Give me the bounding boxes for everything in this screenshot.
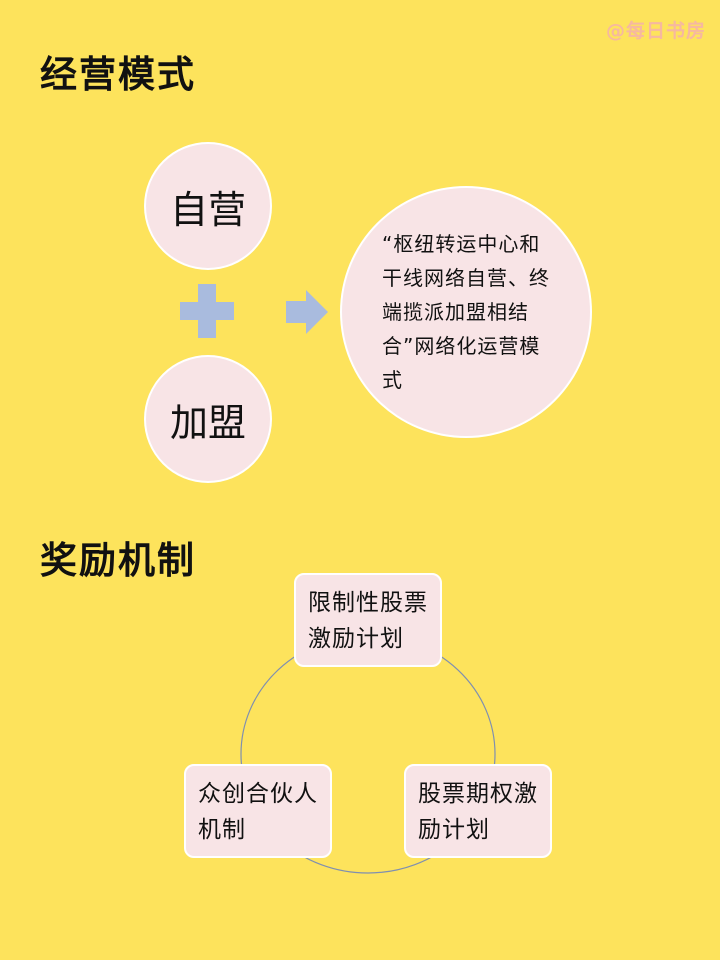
arrow-right-icon xyxy=(286,290,328,334)
node-franchise: 加盟 xyxy=(146,357,270,481)
section-title-business-model: 经营模式 xyxy=(40,53,196,96)
node-partner-mechanism: 众创合伙人机制 xyxy=(184,764,332,858)
node-franchise-label: 加盟 xyxy=(169,400,246,445)
node-restricted-stock-label: 限制性股票激励计划 xyxy=(308,590,428,652)
node-network-model-label: “枢纽转运中心和干线网络自营、终端揽派加盟相结合”网络化运营模式 xyxy=(382,232,550,392)
node-partner-mechanism-label: 众创合伙人机制 xyxy=(198,781,318,843)
node-network-model: “枢纽转运中心和干线网络自营、终端揽派加盟相结合”网络化运营模式 xyxy=(342,188,590,436)
node-self-operated-label: 自营 xyxy=(169,187,246,232)
node-restricted-stock: 限制性股票激励计划 xyxy=(294,573,442,667)
node-self-operated: 自营 xyxy=(146,144,270,268)
node-stock-option-label: 股票期权激励计划 xyxy=(418,781,538,843)
section-title-incentive: 奖励机制 xyxy=(40,539,196,582)
plus-icon xyxy=(180,284,234,338)
node-stock-option: 股票期权激励计划 xyxy=(404,764,552,858)
watermark: @每日书房 xyxy=(605,20,706,42)
